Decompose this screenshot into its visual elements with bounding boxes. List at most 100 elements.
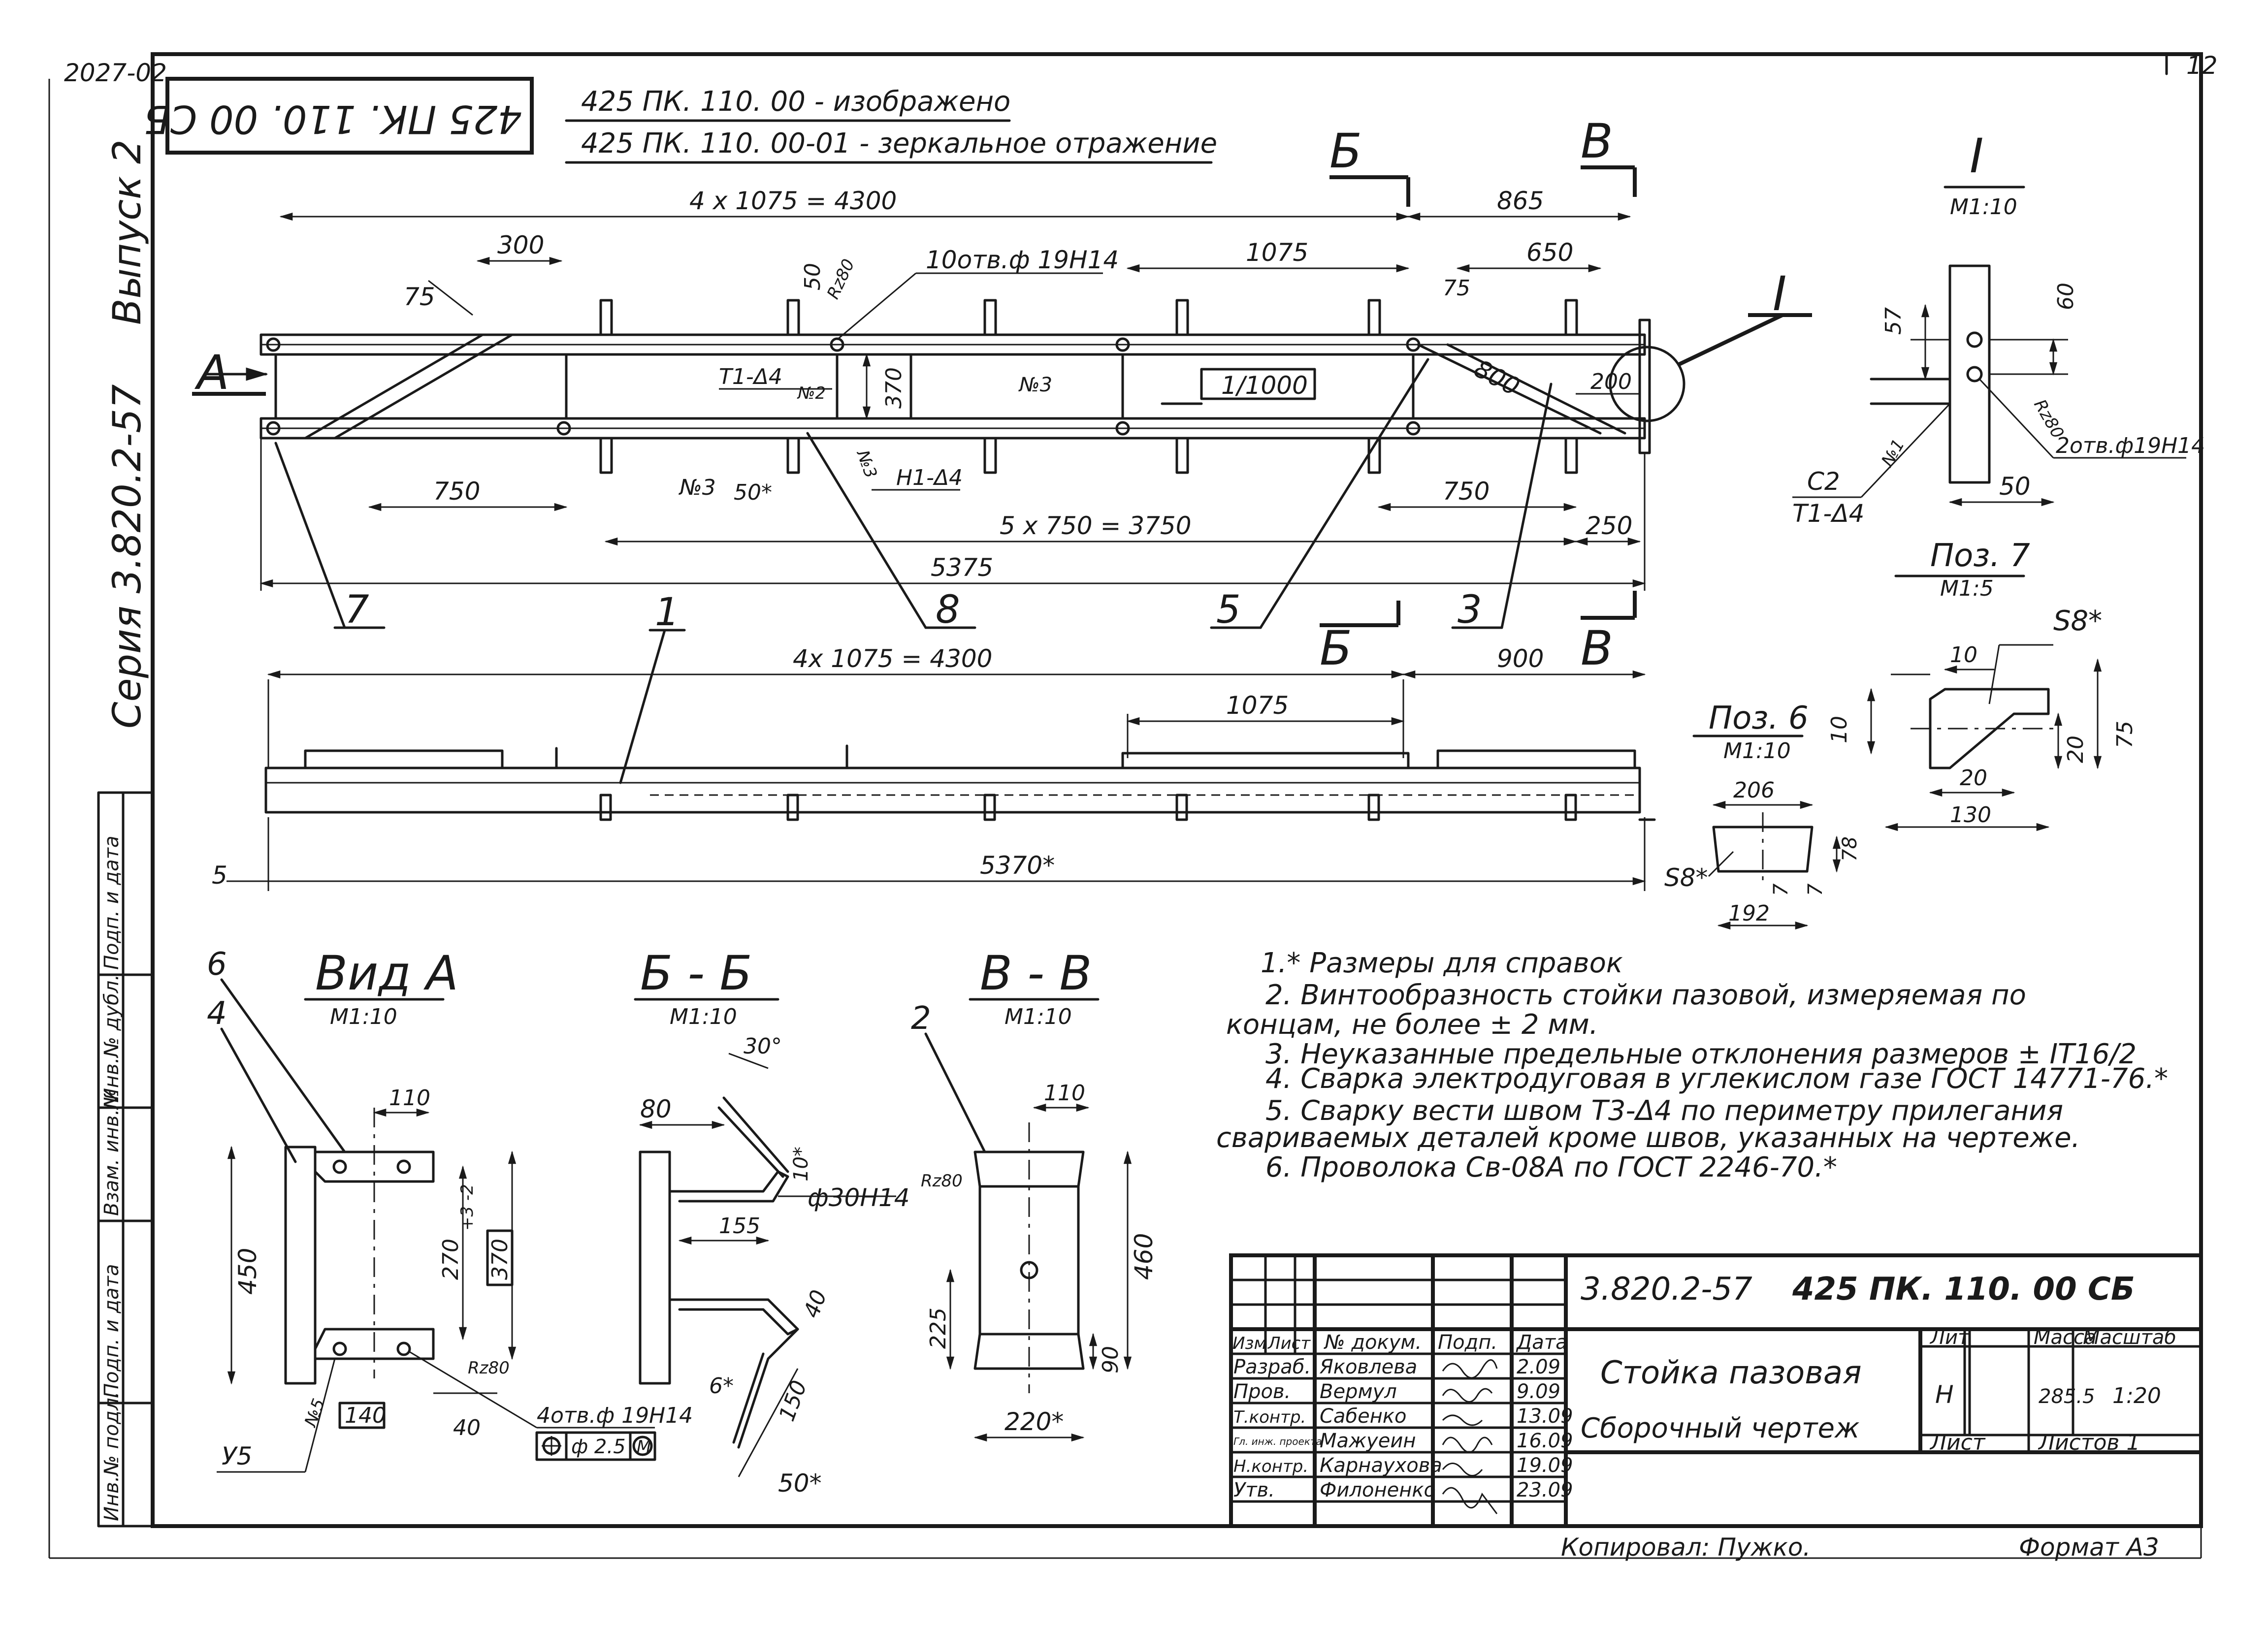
section-vv-dim-90: 90 [1098, 1346, 1123, 1373]
footer-format: Формат А3 [2019, 1533, 2159, 1562]
tb-header-list: Лист [1267, 1334, 1311, 1353]
tb-mass-label: Масса [2034, 1326, 2097, 1349]
callout-5: 5 [1216, 588, 1241, 632]
tb-name-4: Карнаухова [1320, 1454, 1442, 1477]
stamp-vzam-inv: Взам. инв.№ [100, 1088, 123, 1216]
stamp-podp-data-1: Подп. и дата [100, 1264, 123, 1398]
section-vv-dim-110: 110 [1044, 1081, 1085, 1106]
callout-8: 8 [936, 588, 960, 632]
tb-lit-label: Лит [1929, 1326, 1970, 1349]
section-bb-dim-40: 40 [799, 1287, 832, 1321]
view-a-tolerance-frame [535, 1431, 656, 1461]
pos6-dim-206: 206 [1733, 778, 1775, 803]
tb-date-3: 16.09 [1517, 1430, 1573, 1452]
lower-lugs [599, 437, 1578, 474]
section-bb-lower-profile [668, 1298, 799, 1336]
pos7-thickness: S8* [2053, 605, 2102, 637]
detail-i-weld-c2: С2 [1807, 467, 1840, 496]
tb-header-izm: Изм [1232, 1334, 1266, 1353]
pos7-detail: Поз. 7 М1:5 S8* 10 10 20 75 20 130 [1827, 538, 2138, 831]
tb-date-0: 2.09 [1517, 1356, 1560, 1378]
section-bb-plate [639, 1150, 671, 1385]
tb-header-podp: Подп. [1438, 1331, 1497, 1354]
view-mark-a: А [194, 345, 229, 400]
upper-lugs [599, 299, 1578, 336]
dim-250: 250 [1586, 511, 1632, 540]
tb-header-data: Дата [1516, 1331, 1568, 1354]
dim-865: 865 [1497, 187, 1544, 215]
view-a-pos6: 6 [207, 946, 227, 983]
dim-75-right: 75 [1443, 276, 1470, 301]
mark-5: 5 [212, 861, 227, 890]
detail-i-dim-57: 57 [1881, 307, 1906, 335]
weld-t1-top: Т1-Δ4 [719, 364, 782, 389]
pos7-scale: М1:5 [1940, 576, 1994, 601]
dim-900: 900 [1497, 644, 1544, 673]
tb-role-5: Утв. [1233, 1479, 1275, 1501]
view-a-holes: 4отв.ф 19Н14 [537, 1403, 693, 1428]
technical-notes: 1.* Размеры для справок 2. Винтообразнос… [1216, 947, 2168, 1183]
no3-label-c: №3 [852, 447, 881, 481]
top-view: Б В А [192, 114, 1812, 784]
variant-line-2: 425 ПК. 110. 00-01 - зеркальное отражени… [581, 128, 1217, 160]
callout-1: 1 [655, 590, 680, 635]
section-bb-scale: М1:10 [670, 1004, 737, 1029]
section-vv-scale: М1:10 [1004, 1004, 1072, 1029]
tb-role-3: Гл. инж. проекта [1233, 1436, 1322, 1447]
no2-label: №2 [797, 383, 826, 403]
view-a-tol-pos: ф 2.5 [571, 1436, 626, 1458]
section-bb-rz80: Rz80 [921, 1171, 963, 1191]
section-mark-v-bottom: В [1581, 621, 1613, 676]
section-bb-dim-80: 80 [640, 1095, 672, 1123]
note-2: 2. Винтообразность стойки пазовой, измер… [1265, 979, 2026, 1011]
section-mark-b-top: Б [1329, 124, 1362, 179]
tb-header-doc: № докум. [1324, 1331, 1422, 1354]
pos7-dim-75: 75 [2112, 721, 2138, 748]
view-a-dim-450: 450 [233, 1248, 262, 1295]
side-view: 4x 1075 = 4300 900 1075 5 5370* [212, 644, 1656, 891]
pos6-dim-192: 192 [1728, 901, 1770, 926]
dim-200: 200 [1590, 369, 1632, 394]
pos6-thickness: S8* [1664, 863, 1708, 892]
no3-label-a: №3 [1018, 374, 1052, 396]
tb-doc-type: Сборочный чертеж [1581, 1412, 1859, 1444]
dim-650: 650 [1526, 238, 1573, 267]
dim-5375: 5375 [931, 553, 993, 582]
view-a-dim-40: 40 [453, 1415, 481, 1440]
tb-role-4: Н.контр. [1233, 1457, 1308, 1476]
side-issue-label: Выпуск 2 [105, 139, 150, 325]
tb-name-1: Вермул [1320, 1380, 1397, 1403]
corner-left-label: 2027-02 [64, 59, 167, 87]
dim-800: 800 [1469, 354, 1524, 401]
tb-lit: Н [1935, 1380, 1954, 1409]
section-vv-dim-460: 460 [1130, 1233, 1158, 1280]
sheet-frame [48, 52, 2203, 1559]
side-stamp-column [97, 791, 154, 1528]
view-a-plate [284, 1146, 317, 1385]
stamp-inv-podl: Инв.№ подл. [100, 1392, 123, 1521]
note-6: 6. Проволока Св-08А по ГОСТ 2246-70.* [1265, 1151, 1837, 1183]
note-5: 5. Сварку вести швом Т3-Δ4 по периметру … [1265, 1095, 2063, 1127]
dim-750-left: 750 [433, 477, 480, 506]
tb-series: 3.820.2-57 [1581, 1271, 1752, 1308]
tb-name-5: Филоненко [1320, 1479, 1436, 1501]
tb-date-2: 13.09 [1517, 1405, 1573, 1428]
detail-i-circle [1609, 346, 1685, 422]
view-a-pos4: 4 [207, 995, 227, 1032]
tb-sheets-label: Листов 1 [2038, 1430, 2140, 1455]
tb-date-5: 23.09 [1517, 1479, 1573, 1501]
pos6-detail: Поз. 6 М1:10 206 78 S8* 7 7 192 [1664, 700, 1861, 930]
callout-3: 3 [1458, 588, 1482, 632]
section-vv-title: В - В [980, 946, 1092, 1001]
section-bb-title: Б - Б [640, 946, 752, 1001]
view-a-rz80: Rz80 [468, 1358, 510, 1378]
view-a-dim-370: 370 [487, 1239, 513, 1280]
pos7-dim-10b: 10 [1827, 716, 1852, 743]
note-1: 1.* Размеры для справок [1261, 947, 1623, 979]
tb-date-4: 19.09 [1517, 1454, 1573, 1477]
dim-5x750: 5 x 750 = 3750 [1000, 511, 1192, 540]
section-bb-dim-10: 10* [790, 1147, 812, 1181]
view-a-tol: +3 -2 [457, 1184, 477, 1231]
stamp-inv-dubl: Инв.№ дубл. [100, 974, 123, 1103]
section-bb-dim-50: 50* [778, 1469, 822, 1498]
